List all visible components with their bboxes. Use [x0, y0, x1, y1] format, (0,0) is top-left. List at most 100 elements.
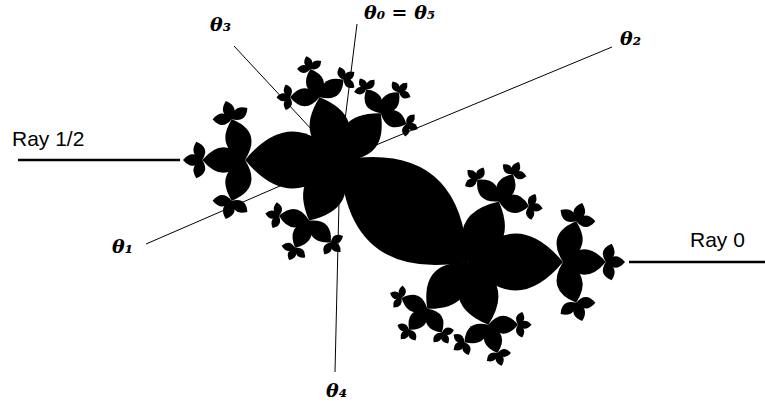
julia-lobe: [488, 316, 518, 334]
julia-lobe: [518, 321, 523, 325]
julia-lobe: [230, 159, 245, 172]
julia-lobe: [195, 155, 202, 161]
julia-lobe: [399, 91, 411, 99]
angle-label: θ₀ = θ₅: [364, 2, 435, 23]
julia-lobe: [265, 211, 279, 219]
julia-lobe: [195, 160, 202, 166]
external-rays: [18, 24, 765, 372]
ray-line: [335, 160, 340, 372]
julia-lobe: [365, 84, 368, 90]
julia-lobe: [576, 216, 583, 222]
ray-line: [629, 261, 765, 264]
julia-lobe: [462, 342, 470, 355]
julia-lobe: [290, 88, 320, 106]
julia-lobe: [518, 321, 531, 329]
julia-lobe: [297, 219, 309, 228]
julia-lobe: [606, 257, 613, 263]
ray-line: [234, 46, 340, 160]
julia-lobe: [274, 202, 282, 216]
julia-lobe: [482, 325, 490, 338]
ray-label: Ray 1/2: [12, 127, 84, 150]
julia-lobe: [499, 194, 511, 203]
ray-label: Ray 0: [690, 228, 745, 251]
julia-lobe: [202, 147, 245, 173]
julia-lobe: [284, 85, 292, 98]
julia-lobe: [563, 249, 606, 275]
julia-lobe: [274, 215, 279, 219]
julia-lobe: [354, 87, 366, 95]
julia-lobe: [475, 174, 479, 180]
julia-lobe: [458, 340, 464, 344]
julia-lobe: [398, 323, 410, 331]
julia-lobe: [337, 67, 345, 80]
julia-lobe: [183, 154, 202, 166]
julia-lobe: [402, 124, 410, 137]
julia-lobe: [225, 200, 232, 206]
julia-lobe: [557, 262, 583, 303]
julia-lobe: [513, 171, 518, 175]
julia-lobe: [285, 93, 290, 97]
ray-line: [340, 47, 612, 160]
julia-lobe: [225, 119, 251, 160]
julia-lobe: [603, 262, 615, 280]
julia-lobe: [193, 142, 205, 160]
angle-label: θ₂: [620, 28, 641, 49]
ray-line: [340, 24, 357, 160]
julia-lobe: [213, 114, 232, 126]
julia-lobe: [404, 329, 409, 332]
julia-lobe: [563, 261, 578, 274]
julia-lobe: [304, 56, 312, 69]
julia-lobe: [499, 195, 529, 213]
julia-lobe: [279, 209, 309, 227]
julia-lobe: [529, 203, 543, 211]
julia-lobe: [398, 293, 402, 298]
julia-lobe: [462, 201, 505, 262]
julia-set: [183, 56, 625, 365]
julia-lobe: [285, 97, 290, 101]
julia-lobe: [290, 247, 295, 251]
julia-lobe: [487, 353, 498, 362]
ray-line: [146, 160, 340, 244]
julia-lobe: [310, 61, 321, 70]
julia-lobe: [406, 124, 410, 129]
julia-lobe: [442, 328, 454, 336]
julia-lobe: [495, 353, 499, 359]
angle-label: θ₁: [112, 236, 133, 257]
julia-lobe: [329, 242, 333, 248]
julia-lobe: [513, 171, 527, 179]
julia-lobe: [572, 303, 577, 311]
julia-lobe: [340, 157, 468, 265]
julia-lobe: [576, 216, 595, 228]
julia-lobe: [606, 262, 613, 268]
julia-lobe: [310, 63, 314, 69]
julia-lobe: [318, 85, 326, 98]
julia-lobe: [398, 285, 406, 298]
angle-label: θ₄: [326, 380, 347, 401]
julia-lobe: [230, 111, 235, 119]
julia-lobe: [529, 206, 533, 210]
julia-lobe: [576, 297, 595, 309]
julia-lobe: [516, 325, 524, 338]
julia-lobe: [230, 148, 245, 161]
julia-lobe: [399, 90, 404, 93]
julia-lobe: [213, 195, 232, 207]
julia-lobe: [529, 203, 534, 207]
julia-lobe: [606, 256, 625, 268]
julia-lobe: [344, 78, 350, 82]
julia-lobe: [498, 349, 511, 357]
julia-lobe: [275, 211, 279, 215]
julia-lobe: [518, 325, 523, 329]
julia-lobe: [297, 65, 310, 73]
julia-lobe: [440, 333, 443, 339]
julia-lobe: [496, 353, 504, 366]
julia-lobe: [563, 250, 578, 263]
julia-lobe: [526, 206, 534, 220]
julia-lobe: [381, 108, 393, 116]
ray-line: [18, 159, 180, 162]
julia-lobe: [415, 306, 427, 314]
julia-lobe: [282, 243, 296, 251]
angle-label: θ₃: [210, 14, 231, 35]
julia-lobe: [426, 262, 469, 309]
